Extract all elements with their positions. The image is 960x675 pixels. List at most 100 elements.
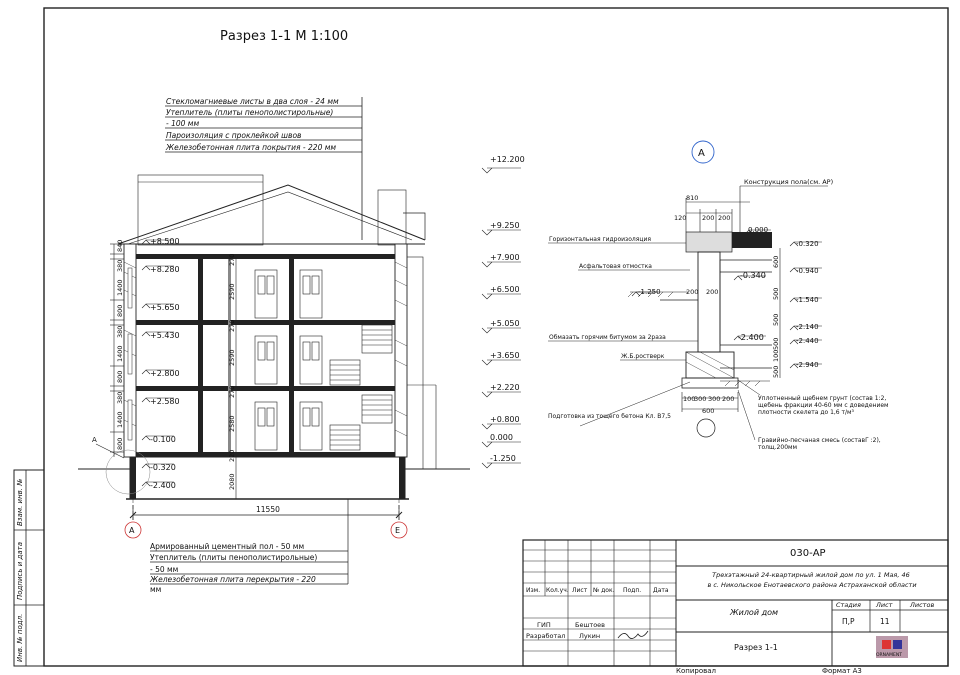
stamp-col-header: № док.: [593, 587, 615, 594]
level-mark: +2.220: [490, 383, 520, 392]
detail-note: Уплотненный щебнем грунт (состав 1:2,щеб…: [758, 395, 889, 416]
stamp-col-header: Лист: [572, 587, 588, 594]
stamp-sheet-no: 11: [880, 617, 890, 626]
detail-side-dim: 500: [772, 338, 780, 350]
left-dim: 800: [116, 305, 124, 317]
detail-a: А 810 120 200 200: [548, 140, 889, 451]
detail-note: Горизонтальная гидроизоляция: [549, 236, 651, 243]
detail-top-dim: 200: [702, 214, 714, 222]
level-mark: +3.650: [490, 351, 520, 360]
detail-callout-label: А: [92, 436, 97, 444]
inner-dim-b: 270: [228, 254, 236, 266]
level-mark: +6.500: [490, 285, 520, 294]
stamp-project-text-line2: в с. Никольское Енотаевского района Астр…: [707, 581, 916, 589]
level-mark: +0.800: [490, 415, 520, 424]
signature-scribble: [617, 630, 649, 639]
detail-label: А: [698, 148, 705, 159]
stamp-object: Жилой дом: [729, 608, 778, 617]
left-dim: 1400: [116, 411, 124, 428]
inner-dim: 2580: [228, 415, 236, 432]
detail-level: -0.340: [740, 271, 766, 280]
side-label-inventory: Инв. № подл.: [16, 614, 24, 662]
floor-layer-5: мм: [150, 585, 161, 594]
stamp-stage-header: Стадия: [836, 601, 861, 609]
level-mark: -1.250: [490, 454, 516, 463]
detail-top-dim-span: 810: [686, 194, 698, 202]
level-mark: +5.650: [150, 303, 180, 312]
detail-level: -1.540: [796, 296, 819, 304]
detail-side-dim: 500: [772, 366, 780, 378]
stamp-stage: П,Р: [842, 617, 855, 626]
detail-level: -2.400: [738, 333, 764, 342]
side-label-signature: Подпись и дата: [16, 542, 24, 600]
detail-bottom-dim: 200: [722, 395, 734, 403]
left-dim-labels: 840 380 1400 800 380 1400 800 380 1400 8…: [116, 240, 124, 450]
level-mark: +8.280: [150, 265, 180, 274]
detail-level: -2.940: [796, 361, 819, 369]
roof-layer-2: Утеплитель (плиты пенополистирольные): [166, 108, 333, 117]
detail-level: -1.250: [638, 288, 661, 296]
stamp-copied: Копировал: [676, 667, 716, 675]
left-dim: 380: [116, 326, 124, 338]
detail-note: Ж.Б.ростверк: [621, 353, 665, 360]
level-mark: +7.900: [490, 253, 520, 262]
level-mark: -0.320: [150, 463, 176, 472]
inner-dim: 2080: [228, 473, 236, 490]
level-mark: -2.400: [150, 481, 176, 490]
floor-layer-1: Армированный цементный пол - 50 мм: [150, 542, 304, 551]
level-mark: -0.100: [150, 435, 176, 444]
stamp-format: Формат А3: [822, 667, 862, 675]
stamp-role: ГИП: [537, 621, 551, 629]
detail-top-ref: Конструкция пола(см. АР): [744, 178, 833, 186]
inner-dim-b: 270: [228, 386, 236, 398]
roof-layer-3: - 100 мм: [166, 119, 199, 128]
level-mark: +2.800: [150, 369, 180, 378]
drawing-title: Разрез 1-1 М 1:100: [220, 29, 348, 44]
stamp-sheet-title: Разрез 1-1: [734, 643, 778, 652]
level-mark: +9.250: [490, 221, 520, 230]
stamp-stage-header: Листов: [909, 601, 934, 609]
title-block: [522, 539, 949, 667]
stamp-stage-header: Лист: [875, 601, 893, 609]
roof-layer-5: Железобетонная плита покрытия - 220 мм: [165, 143, 336, 152]
left-dim: 1400: [116, 345, 124, 362]
roof-layer-4: Пароизоляция с проклейкой швов: [166, 131, 301, 140]
detail-note: Асфальтовая отмостка: [579, 263, 652, 270]
floor-layer-2: Утеплитель (плиты пенополистирольные): [150, 553, 317, 562]
detail-side-dim: 500: [772, 288, 780, 300]
axis-a-label: А: [129, 526, 135, 535]
roof-layer-1: Стекломагниевые листы в два слоя - 24 мм: [166, 97, 339, 106]
inner-dim-b: 220: [228, 450, 236, 462]
detail-bottom-dim: 100: [683, 395, 695, 403]
left-dim: 380: [116, 260, 124, 272]
inner-dim: 2590: [228, 349, 236, 366]
span-dim-label: 11550: [256, 505, 280, 514]
detail-level: -0.940: [796, 267, 819, 275]
detail-level: -2.440: [796, 337, 819, 345]
title-block-text: Изм. Кол.уч. Лист № док. Подп. Дата ГИП …: [526, 548, 934, 675]
roof-layer-callout: Стекломагниевые листы в два слоя - 24 мм…: [165, 97, 363, 240]
detail-top-dim: 200: [718, 214, 730, 222]
detail-side-dim: 100: [772, 350, 780, 362]
detail-note: Гравийно-песчаная смесь (составГ :2),тол…: [758, 437, 881, 451]
stamp-col-header: Кол.уч.: [546, 587, 569, 594]
detail-level: 0.000: [748, 226, 768, 234]
side-strip: Взам. инв. № Подпись и дата Инв. № подл.: [13, 469, 45, 667]
detail-bottom-total: 600: [702, 407, 714, 415]
floor-layer-4: Железобетонная плита перекрытия - 220: [149, 575, 316, 584]
stamp-project-text: Трехэтажный 24-квартирный жилой дом по у…: [712, 571, 910, 579]
right-level-marks: +12.200 +9.250 +7.900 +6.500 +5.050 +3.6…: [481, 155, 525, 469]
detail-note: Подготовка из тощего бетона Кл. В7,5: [548, 413, 671, 420]
stamp-role: Разработал: [526, 632, 565, 640]
sheet-frame: [43, 7, 949, 667]
detail-wall-dim: 200: [686, 288, 698, 296]
stamp-name: Бештоев: [575, 621, 605, 629]
detail-bottom-dim: 300: [694, 395, 706, 403]
detail-wall-dim: 200: [706, 288, 718, 296]
detail-note: Обмазать горячим битумом за 2раза: [549, 334, 666, 341]
stamp-name: Лукин: [579, 632, 600, 640]
span-dimension: 11550: [129, 499, 403, 520]
detail-top-dim: 120: [674, 214, 686, 222]
level-mark: +2.580: [150, 397, 180, 406]
level-mark: +12.200: [490, 155, 525, 164]
